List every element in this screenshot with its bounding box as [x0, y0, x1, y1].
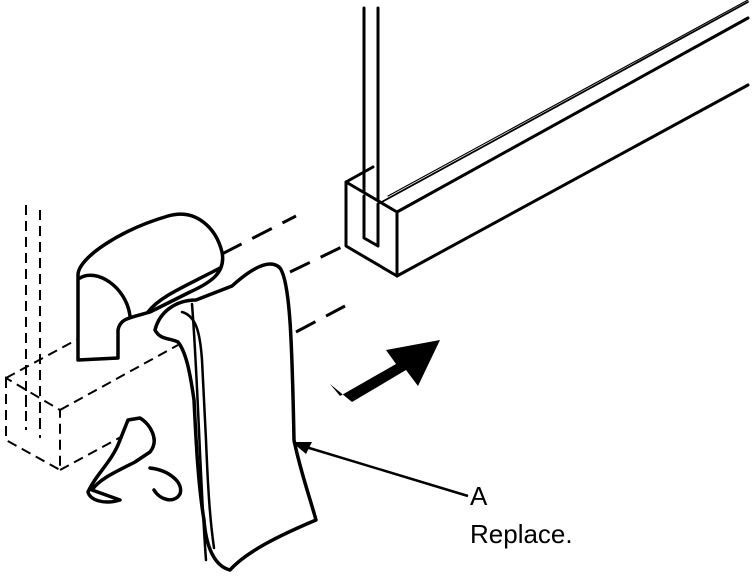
callout-letter: A	[470, 481, 488, 511]
retaining-clip	[76, 212, 318, 572]
insertion-direction-arrow	[330, 340, 440, 402]
glass-channel-rail	[344, 0, 750, 278]
alignment-guide-lines	[221, 214, 349, 334]
callout-leader	[292, 442, 469, 498]
callout-instruction: Replace.	[470, 519, 573, 549]
